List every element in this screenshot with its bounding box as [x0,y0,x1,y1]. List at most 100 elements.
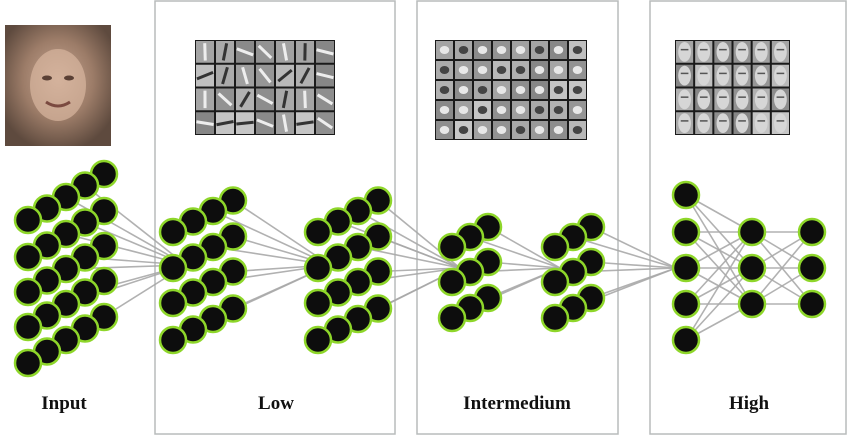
high-level-features-grid-eyes [757,120,766,122]
low-level-features-grid-stroke [282,114,288,132]
high-level-features-grid-eyes [719,48,727,51]
intermediate-features-grid-part [458,106,469,114]
connection-edge [685,267,753,341]
high-level-features-grid-face [716,41,730,62]
low-level-features-grid-stroke [316,93,334,106]
face-mouth [45,100,71,108]
intermediate-features-grid-part [458,86,469,94]
high-level-features-grid-eyes [680,96,689,98]
low-layer-1-neuron [158,253,188,283]
connection-edge [572,236,677,269]
high-level-features-grid-face [754,89,768,110]
low-level-features-grid-stroke [221,66,229,85]
stage-panel-low [154,0,396,435]
intermediate-features-grid-part [534,106,545,114]
high-level-features-grid-eyes [776,96,785,98]
intermediate-features-grid-part [515,106,526,114]
high-layer-1-neuron [671,253,701,283]
low-level-features-grid-stroke [196,71,214,81]
low-layer-1-neuron [158,325,188,355]
intermediate-features-grid-part [458,126,469,134]
intermediate-features-grid-part [572,86,583,94]
low-level-features-grid-stroke [258,67,272,84]
stage-label-input: Input [41,393,87,414]
high-layer-3-neuron [797,289,827,319]
low-layer-2-neuron [303,253,333,283]
intermediate-features-grid-part [515,66,526,74]
intermediate-features-grid-part [553,126,564,134]
low-level-features-grid-stroke [316,72,334,80]
low-level-features-grid-stroke [303,90,307,109]
high-level-features-grid-face [735,65,749,86]
intermediate-features-grid-part [496,86,507,94]
high-level-features-grid-face [754,113,768,134]
high-level-features-grid-eyes [738,120,746,122]
low-level-features-grid-stroke [217,92,233,107]
high-level-features-grid-face [697,89,711,110]
intermediate-features-grid-part [553,86,564,94]
high-level-features-grid-eyes [738,72,746,75]
high-level-features-grid-face [774,89,787,110]
connection-edge [337,220,461,269]
high-level-features-grid-eyes [699,72,708,75]
intermediate-layer-2-neuron [540,267,570,297]
intermediate-features-grid-part [477,126,488,134]
high-level-features-grid-eyes [738,48,746,51]
low-level-features-grid-stroke [316,48,334,56]
low-level-features-grid-stroke [277,68,293,83]
high-level-features-grid-face [697,113,711,134]
stage-label-high: High [728,393,770,414]
high-level-features-grid-eyes [776,120,785,122]
connection-edge [751,231,813,305]
high-layer-2-neuron [737,217,767,247]
intermediate-features-grid-part [458,46,469,54]
high-level-features-grid-face [754,65,768,86]
high-level-features-grid-eyes [757,72,766,75]
high-level-features-grid-eyes [699,120,708,122]
high-layer-1-neuron [671,325,701,355]
high-level-features-grid-face [678,113,691,134]
stage-panel-intermediate [416,0,619,435]
connection-edge [685,231,753,341]
intermediate-features-grid-part [477,66,488,74]
intermediate-features-grid-part [553,106,564,114]
high-layer-2-neuron [737,289,767,319]
intermediate-features-grid-part [458,66,469,74]
high-level-features-grid-eyes [719,72,727,75]
low-level-features-grid-stroke [236,120,254,126]
high-level-features-grid-eyes [757,96,766,98]
intermediate-features-grid-part [439,86,450,94]
intermediate-features-grid-part [553,66,564,74]
intermediate-layer-1-neuron [437,267,467,297]
intermediate-features-grid-part [496,126,507,134]
input-layer-neuron [13,277,43,307]
high-level-features-grid-face [774,41,787,62]
high-level-features-grid-eyes [757,48,766,51]
low-layer-2-neuron [303,325,333,355]
intermediate-features-grid-part [496,66,507,74]
high-level-features-grid-face [735,89,749,110]
low-level-features-grid-stroke [196,120,214,126]
intermediate-features-grid-part [439,106,450,114]
low-level-features-grid-stroke [281,43,289,61]
low-level-features-grid-stroke [216,119,234,127]
face-eye-right [64,75,74,81]
intermediate-features-grid-part [572,126,583,134]
face-shape [30,49,86,121]
high-layer-1-neuron [671,217,701,247]
intermediate-features-grid-part [439,66,450,74]
intermediate-features-grid-part [496,106,507,114]
input-layer-neuron [13,205,43,235]
high-level-features-grid-eyes [776,48,785,51]
high-level-features-grid-face [774,113,787,134]
low-layer-2-neuron [303,288,333,318]
high-layer-3-neuron [797,253,827,283]
high-layer-3-neuron [797,217,827,247]
high-level-features-grid-face [678,65,691,86]
connection-edge [469,236,561,269]
high-level-features-grid-eyes [680,120,689,122]
high-level-features-grid-face [716,89,730,110]
intermediate-features-grid-part [534,46,545,54]
intermediate-features-grid-part [534,126,545,134]
